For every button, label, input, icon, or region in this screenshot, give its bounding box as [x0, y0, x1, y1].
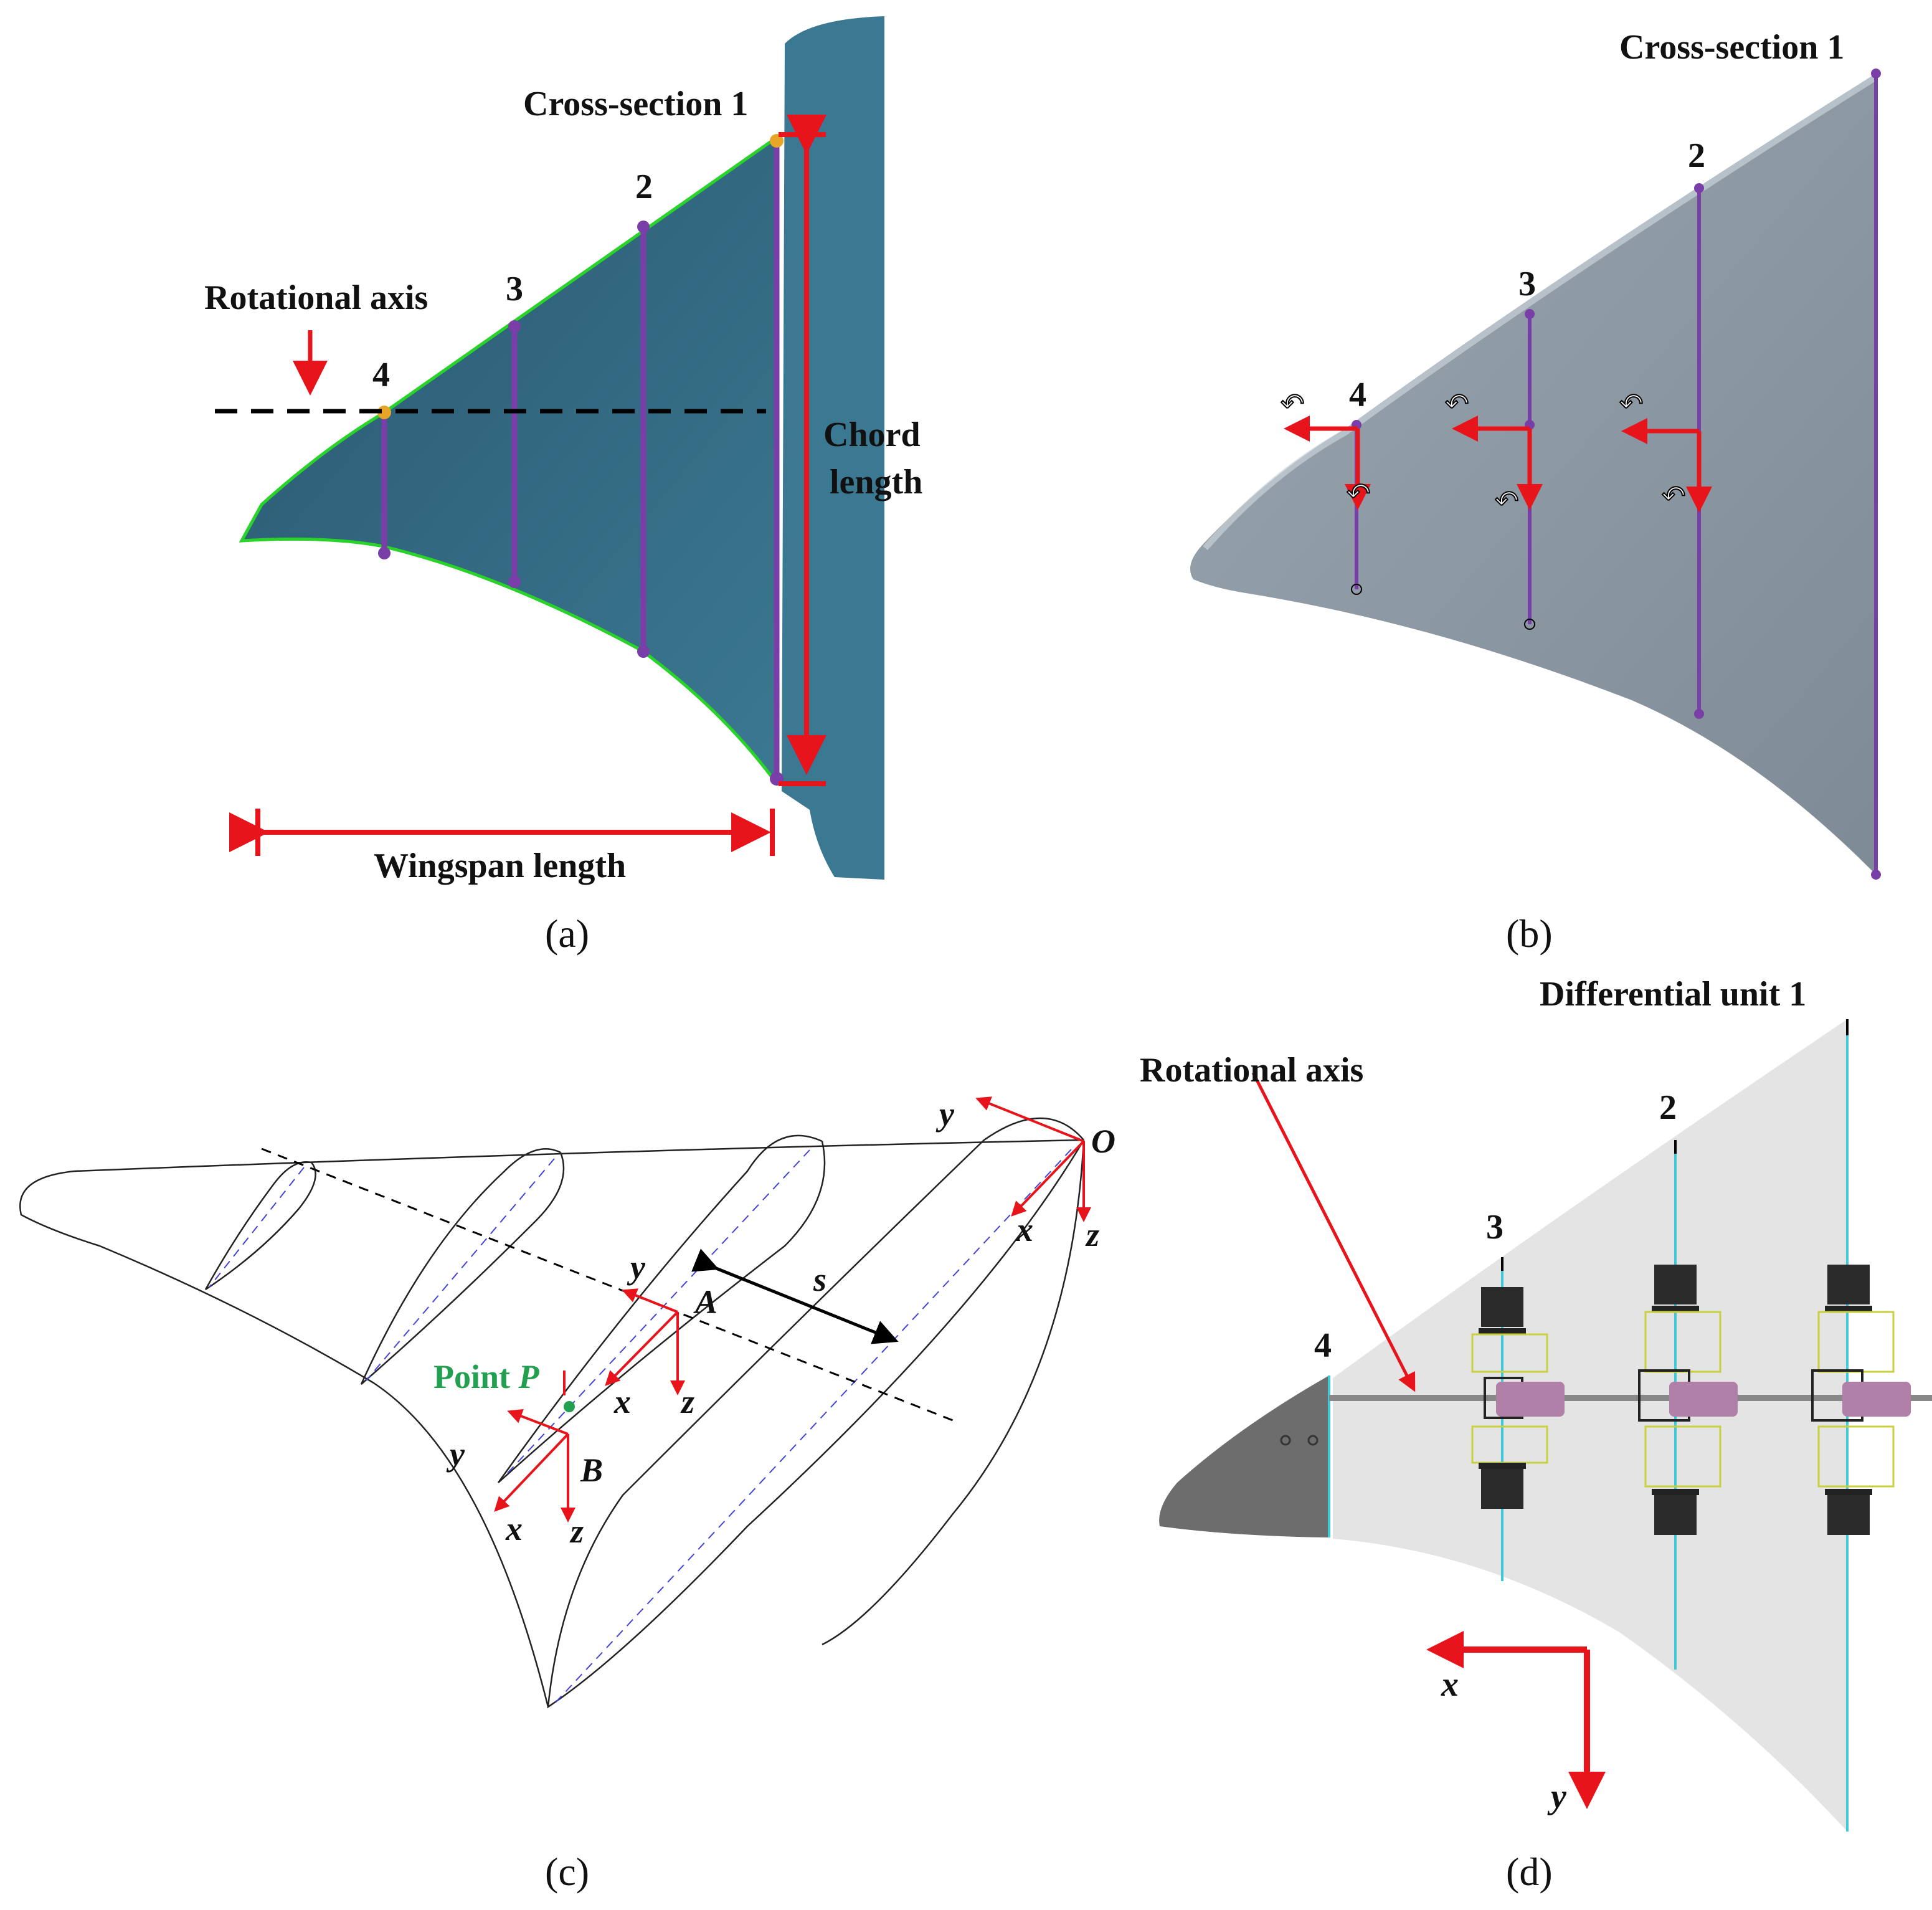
section-num-a3: 3 [506, 270, 523, 308]
rotational-axis-label-a: Rotational axis [204, 278, 428, 317]
wing-a-surface [239, 134, 779, 787]
panel-d: Differential unit 1 Rotational axis 2 3 … [1140, 975, 1932, 1894]
point-p-dot [564, 1401, 575, 1412]
wing-d-surface [1333, 1019, 1847, 1832]
dot-b1-top [1871, 69, 1881, 78]
label-b: B [580, 1452, 603, 1489]
section-num-b4: 4 [1349, 376, 1366, 414]
dot-a2-top [637, 221, 650, 233]
frame-o [975, 1096, 1091, 1222]
rib-c3 [360, 1148, 565, 1385]
wing-c-outer [822, 1139, 1085, 1646]
dot-b2-bot [1694, 709, 1704, 719]
dot-a2-bot [637, 645, 650, 658]
differential-unit-1 [1811, 1265, 1911, 1535]
label-x-b: x [505, 1510, 523, 1547]
chord-label-1: Chord [823, 416, 921, 454]
frame-b4 [1284, 416, 1371, 510]
label-z-o: z [1085, 1216, 1099, 1253]
label-point-p: Point P [433, 1358, 540, 1395]
caption-d: (d) [1506, 1850, 1553, 1894]
panel-a: Cross-section 1 2 3 4 Rotational axis Ch… [204, 16, 922, 956]
label-o: O [1091, 1123, 1115, 1160]
panel-c [19, 1096, 1091, 1709]
dot-a1-top [770, 134, 784, 148]
dot-a3-bot [508, 576, 521, 588]
rotational-axis-c [261, 1147, 960, 1424]
section-num-a4: 4 [372, 356, 390, 394]
section-num-b2: 2 [1688, 136, 1705, 175]
cross-section-label-b: Cross-section 1 [1619, 28, 1844, 67]
dot-a4-bot [378, 547, 391, 559]
axis-x-label-d: x [1441, 1665, 1459, 1704]
rotate-icon: ↶ [1347, 477, 1371, 510]
rib-c2 [497, 1134, 826, 1483]
rib-c1 [547, 1117, 1085, 1709]
wing-c-trailing-edge [99, 1245, 549, 1708]
frame-a [605, 1288, 685, 1395]
frame-b [494, 1371, 575, 1523]
chord-label-2: length [830, 463, 922, 501]
wing-c-leading-edge [19, 1139, 1084, 1247]
rotational-axis-pointer [1251, 1071, 1416, 1392]
caption-c: (c) [545, 1850, 589, 1894]
axes-d [1426, 1631, 1606, 1809]
label-z-b: z [569, 1513, 584, 1550]
caption-a: (a) [545, 911, 589, 956]
wing-b-leading-highlight [1203, 74, 1878, 551]
dot-b3-bot [1524, 619, 1535, 630]
caption-b: (b) [1506, 911, 1553, 956]
panel-c-labels: y O x z y A s x z Point P y B x z (c) [433, 1095, 1115, 1894]
rotation-icons-b: ↶ ↶ ↶ ↶ ↶ ↶ [1280, 386, 1687, 518]
differential-unit-label: Differential unit 1 [1540, 975, 1806, 1014]
rotate-icon: ↶ [1662, 479, 1686, 513]
rotational-axis-label-d: Rotational axis [1140, 1051, 1363, 1090]
section-num-d3: 3 [1486, 1208, 1503, 1247]
label-y-o: y [935, 1095, 955, 1133]
dot-a3-top [508, 320, 521, 333]
section-num-d2: 2 [1659, 1088, 1677, 1127]
differential-unit-2 [1638, 1265, 1738, 1535]
rivet-icon [1280, 1435, 1291, 1446]
rotate-icon: ↶ [1281, 387, 1305, 420]
label-y-a: y [627, 1248, 646, 1286]
axis-y-label-d: y [1547, 1777, 1567, 1816]
section-num-b3: 3 [1518, 265, 1536, 303]
s-arrow [691, 1248, 899, 1344]
dot-b3-top [1525, 309, 1535, 319]
rotate-icon: ↶ [1445, 387, 1469, 420]
wing-d-nose [1159, 1375, 1329, 1537]
rib-c4 [204, 1161, 316, 1291]
label-y-b: y [446, 1435, 465, 1473]
label-z-a: z [680, 1383, 694, 1420]
panel-b: ↶ ↶ ↶ ↶ ↶ ↶ Cross-section 1 2 3 4 (b) [1190, 28, 1881, 956]
differential-unit-3 [1471, 1287, 1565, 1509]
cross-section-label-a: Cross-section 1 [523, 85, 748, 123]
frame-b2 [1621, 418, 1712, 513]
dot-b4-bot [1351, 584, 1362, 595]
tip-ticks [1501, 1019, 1849, 1271]
frame-b3 [1452, 416, 1543, 510]
label-x-o: x [1016, 1211, 1033, 1248]
rotate-icon: ↶ [1495, 484, 1519, 518]
wingspan-label: Wingspan length [374, 847, 626, 885]
section-num-a2: 2 [635, 168, 653, 206]
label-x-a: x [613, 1383, 631, 1420]
dot-b1-bot [1871, 870, 1881, 880]
dot-b2-top [1694, 183, 1704, 193]
section-num-d4: 4 [1314, 1326, 1332, 1365]
chord-dashed-lines [209, 1149, 1072, 1704]
label-a: A [693, 1283, 717, 1321]
wing-b-surface [1190, 74, 1876, 875]
label-s: s [813, 1261, 826, 1298]
rotate-icon: ↶ [1619, 387, 1644, 420]
rivet-icon [1307, 1435, 1319, 1446]
